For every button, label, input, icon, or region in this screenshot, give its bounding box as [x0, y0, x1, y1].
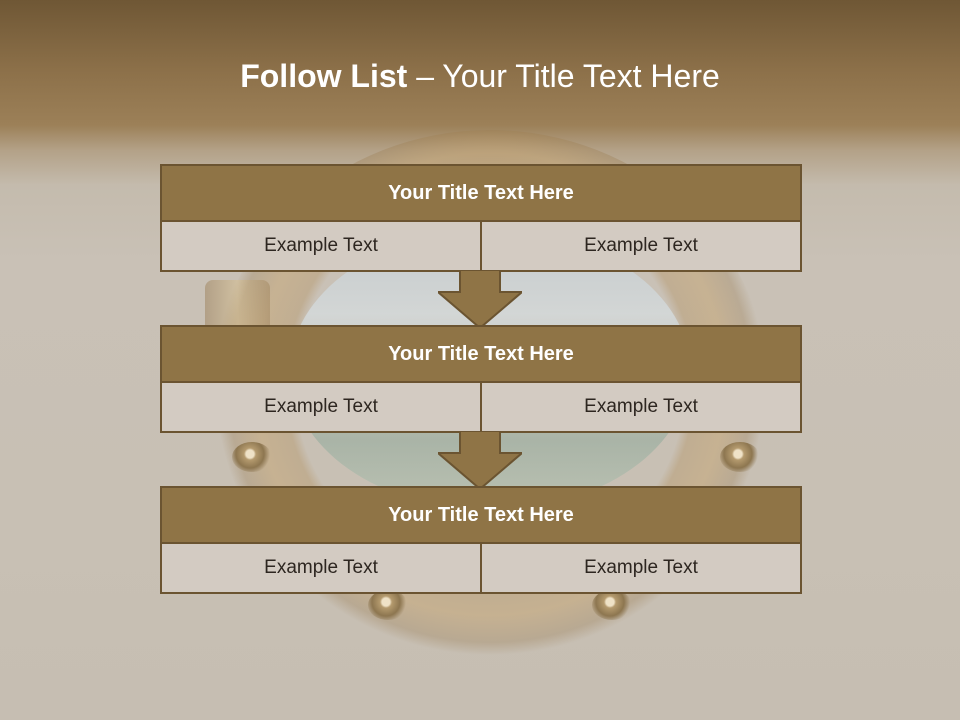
block-cell-right: Example Text	[480, 383, 800, 431]
block-cell-left: Example Text	[162, 383, 480, 431]
block-title: Your Title Text Here	[162, 488, 800, 544]
rivet-icon	[720, 442, 760, 472]
block-cell-right: Example Text	[480, 222, 800, 270]
list-block-1: Your Title Text Here Example Text Exampl…	[160, 164, 802, 272]
down-arrow-icon	[438, 270, 522, 328]
block-cell-right: Example Text	[480, 544, 800, 592]
down-arrow-icon	[438, 431, 522, 489]
slide-title-bold: Follow List	[240, 58, 408, 94]
slide-title: Follow List – Your Title Text Here	[0, 54, 960, 98]
block-title: Your Title Text Here	[162, 327, 800, 383]
block-cell-left: Example Text	[162, 222, 480, 270]
block-row: Example Text Example Text	[162, 222, 800, 270]
block-title: Your Title Text Here	[162, 166, 800, 222]
rivet-icon	[232, 442, 272, 472]
slide-title-rest: – Your Title Text Here	[407, 58, 720, 94]
list-block-2: Your Title Text Here Example Text Exampl…	[160, 325, 802, 433]
list-block-3: Your Title Text Here Example Text Exampl…	[160, 486, 802, 594]
rivet-icon	[592, 590, 632, 620]
rivet-icon	[368, 590, 408, 620]
block-cell-left: Example Text	[162, 544, 480, 592]
block-row: Example Text Example Text	[162, 383, 800, 431]
block-row: Example Text Example Text	[162, 544, 800, 592]
